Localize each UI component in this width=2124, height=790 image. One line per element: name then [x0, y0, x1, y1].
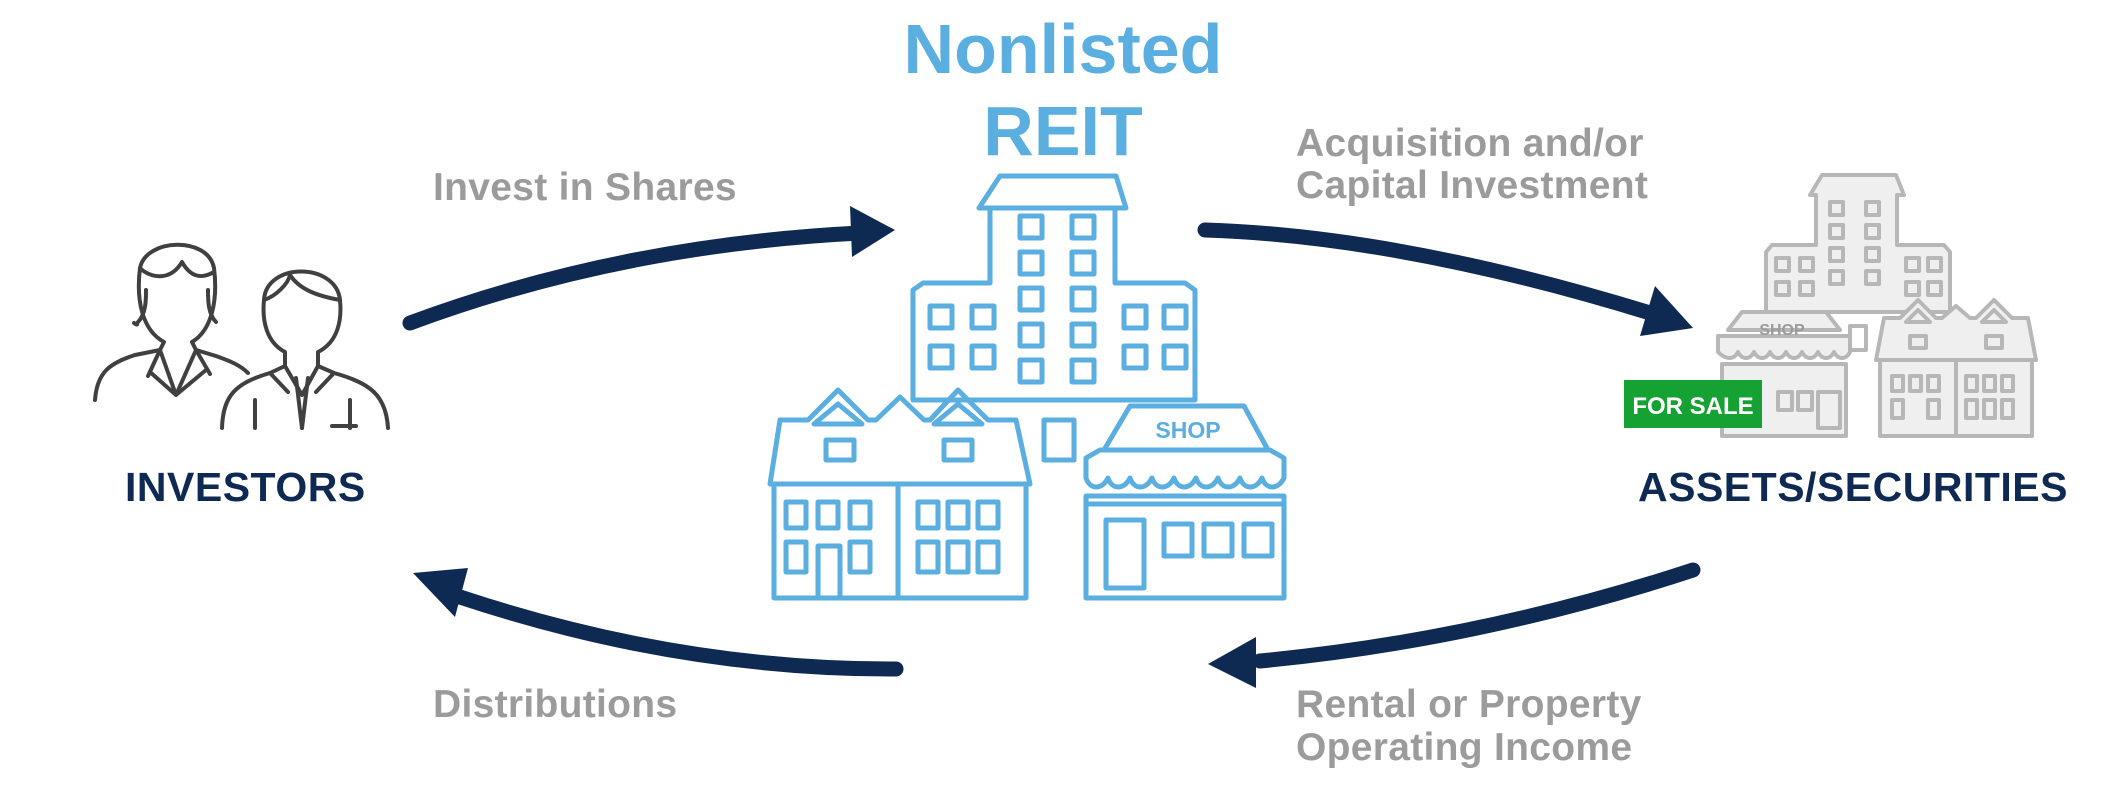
- title-line-1: Nonlisted: [903, 10, 1223, 88]
- arrow-rental: [1208, 562, 1701, 688]
- investors-icon: [93, 242, 390, 430]
- flow-label-rental-2: Operating Income: [1296, 726, 1633, 769]
- arrow-invest: [402, 206, 895, 331]
- for-sale-text: FOR SALE: [1632, 393, 1753, 420]
- arrow-acquisition: [1197, 222, 1693, 336]
- arrow-distributions: [413, 568, 904, 677]
- title-line-2: REIT: [983, 92, 1143, 170]
- assets-shop-sign: SHOP: [1759, 322, 1805, 339]
- flow-label-distributions: Distributions: [433, 683, 678, 726]
- flow-label-acquisition-2: Capital Investment: [1296, 164, 1649, 207]
- tower-windows: [927, 213, 1189, 385]
- reit-buildings-icon: [767, 173, 1287, 601]
- assets-label: ASSETS/SECURITIES: [1638, 464, 2068, 510]
- flow-label-acquisition-1: Acquisition and/or: [1296, 122, 1644, 165]
- investors-label: INVESTORS: [125, 464, 366, 510]
- flow-label-invest: Invest in Shares: [433, 166, 737, 209]
- reit-shop-sign: SHOP: [1155, 417, 1220, 443]
- flow-label-rental-1: Rental or Property: [1296, 683, 1642, 726]
- for-sale-sign: FOR SALE: [1624, 380, 1762, 428]
- assets-buildings-icon: [1716, 173, 2038, 438]
